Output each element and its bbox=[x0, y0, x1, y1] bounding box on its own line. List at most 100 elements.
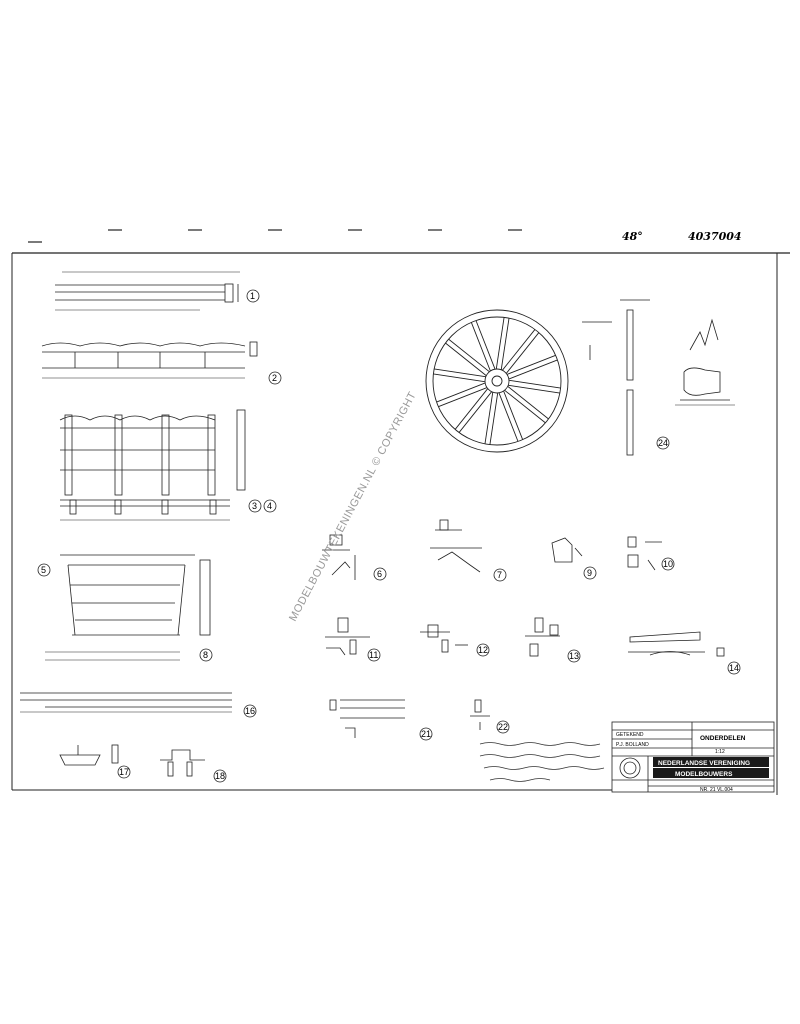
title-block-sheet-ref: NR. 21 VL.004 bbox=[700, 787, 733, 793]
detail-21-number: 21 bbox=[421, 729, 431, 739]
wheel-spoke bbox=[458, 391, 492, 433]
detail-7-number: 7 bbox=[497, 570, 502, 580]
wheel-spoke bbox=[434, 368, 486, 378]
detail-14-number: 14 bbox=[729, 663, 739, 673]
detail-5-marker bbox=[37, 563, 51, 577]
detail-3-marker bbox=[248, 499, 262, 513]
wheel-spoke bbox=[498, 392, 519, 442]
detail-21-marker bbox=[419, 727, 433, 741]
detail-21-part bbox=[329, 699, 405, 738]
detail-7-marker bbox=[493, 568, 507, 582]
detail-18-marker bbox=[213, 769, 227, 783]
title-block-title: ONDERDELEN bbox=[700, 735, 746, 742]
detail-24-marker bbox=[656, 436, 670, 450]
wheel-spoke bbox=[500, 318, 510, 370]
detail-6-number: 6 bbox=[377, 569, 382, 579]
wheel-spoke bbox=[438, 387, 487, 408]
handwritten-notes bbox=[479, 742, 605, 782]
detail-9-marker bbox=[583, 566, 597, 580]
detail-22-part bbox=[470, 699, 490, 730]
detail-17-marker bbox=[117, 765, 131, 779]
watermark-text: MODELBOUWTEKENINGEN.NL © COPYRIGHT bbox=[287, 390, 419, 624]
detail-1-strip bbox=[55, 271, 240, 311]
wheel-spoke bbox=[436, 382, 486, 403]
drawing-number: 4037004 bbox=[688, 230, 742, 243]
wheel-spokes bbox=[433, 317, 561, 445]
wheel-spoke bbox=[509, 379, 561, 389]
detail-14-marker bbox=[727, 661, 741, 675]
detail-12-number: 12 bbox=[478, 645, 488, 655]
detail-17-piece bbox=[59, 744, 119, 766]
detail-9-clamp bbox=[551, 537, 583, 563]
wheel-spoke bbox=[445, 342, 487, 376]
wheel-spoke bbox=[475, 320, 496, 370]
detail-6-marker bbox=[373, 567, 387, 581]
detail-16-number: 16 bbox=[245, 706, 255, 716]
wheel-spoke bbox=[508, 384, 560, 394]
detail-13-marker bbox=[567, 649, 581, 663]
detail-16-marker bbox=[243, 704, 257, 718]
detail-18-piece bbox=[160, 749, 205, 777]
detail-17-number: 17 bbox=[119, 767, 129, 777]
detail-18-number: 18 bbox=[215, 771, 225, 781]
wheel-spoke bbox=[495, 317, 505, 369]
wheel-spoke bbox=[433, 373, 485, 383]
detail-11-marker bbox=[367, 648, 381, 662]
scale-note: 48° bbox=[622, 230, 643, 243]
detail-6-bracket bbox=[322, 534, 356, 580]
detail-7-hinge bbox=[430, 519, 482, 573]
wheel-spoke bbox=[507, 354, 556, 375]
detail-3-railing bbox=[59, 409, 246, 521]
title-block-drawn-by: P.J. BOLLAND bbox=[616, 742, 649, 748]
detail-8-number: 8 bbox=[203, 650, 208, 660]
top-registration-marks bbox=[28, 229, 522, 243]
detail-1-marker bbox=[246, 289, 260, 303]
detail-16-plank bbox=[20, 692, 232, 713]
detail-4-number: 4 bbox=[267, 501, 272, 511]
detail-12-marker bbox=[476, 643, 490, 657]
title-block-org-line1: NEDERLANDSE VERENIGING bbox=[658, 760, 750, 767]
detail-22-number: 22 bbox=[498, 722, 508, 732]
wheel-spoke bbox=[503, 391, 524, 440]
detail-8-trough bbox=[45, 554, 211, 661]
wheel-spoke bbox=[454, 388, 488, 430]
detail-5-number: 5 bbox=[41, 565, 46, 575]
title-block-scale: 1:12 bbox=[715, 749, 725, 755]
detail-13-part bbox=[525, 617, 560, 657]
title-block-org-band-2 bbox=[653, 768, 769, 778]
detail-13-number: 13 bbox=[569, 651, 579, 661]
title-block-org-line2: MODELBOUWERS bbox=[675, 771, 733, 778]
detail-10-marker bbox=[661, 557, 675, 571]
wheel-spoke bbox=[506, 332, 540, 374]
detail-24-elevation bbox=[582, 299, 735, 456]
detail-11-part bbox=[325, 617, 370, 656]
detail-22-marker bbox=[496, 720, 510, 734]
wheel-spoke bbox=[504, 390, 546, 424]
sheet-frame bbox=[11, 252, 790, 795]
wheel-spoke bbox=[508, 359, 558, 380]
wheel-spoke bbox=[489, 393, 499, 445]
wheel-spoke bbox=[470, 322, 491, 371]
title-block-org-band bbox=[653, 757, 769, 767]
detail-2-rail bbox=[41, 341, 258, 379]
wheel-drawing bbox=[425, 309, 569, 453]
detail-1-number: 1 bbox=[250, 291, 255, 301]
wheel-spoke bbox=[484, 392, 494, 444]
detail-3-number: 3 bbox=[252, 501, 257, 511]
detail-12-part bbox=[420, 624, 468, 653]
detail-8-marker bbox=[199, 648, 213, 662]
detail-24-number: 24 bbox=[658, 438, 668, 448]
title-block-drawn-label: GETEKEND bbox=[616, 732, 644, 738]
detail-4-marker bbox=[263, 499, 277, 513]
detail-2-marker bbox=[268, 371, 282, 385]
detail-9-number: 9 bbox=[587, 568, 592, 578]
detail-10-number: 10 bbox=[663, 559, 673, 569]
wheel-spoke bbox=[502, 329, 536, 371]
wheel-spoke bbox=[448, 338, 490, 372]
title-block bbox=[611, 721, 775, 793]
detail-11-number: 11 bbox=[369, 650, 378, 660]
detail-10-fitting bbox=[627, 536, 662, 571]
detail-14-part bbox=[628, 631, 725, 657]
wheel-spoke bbox=[507, 386, 549, 420]
